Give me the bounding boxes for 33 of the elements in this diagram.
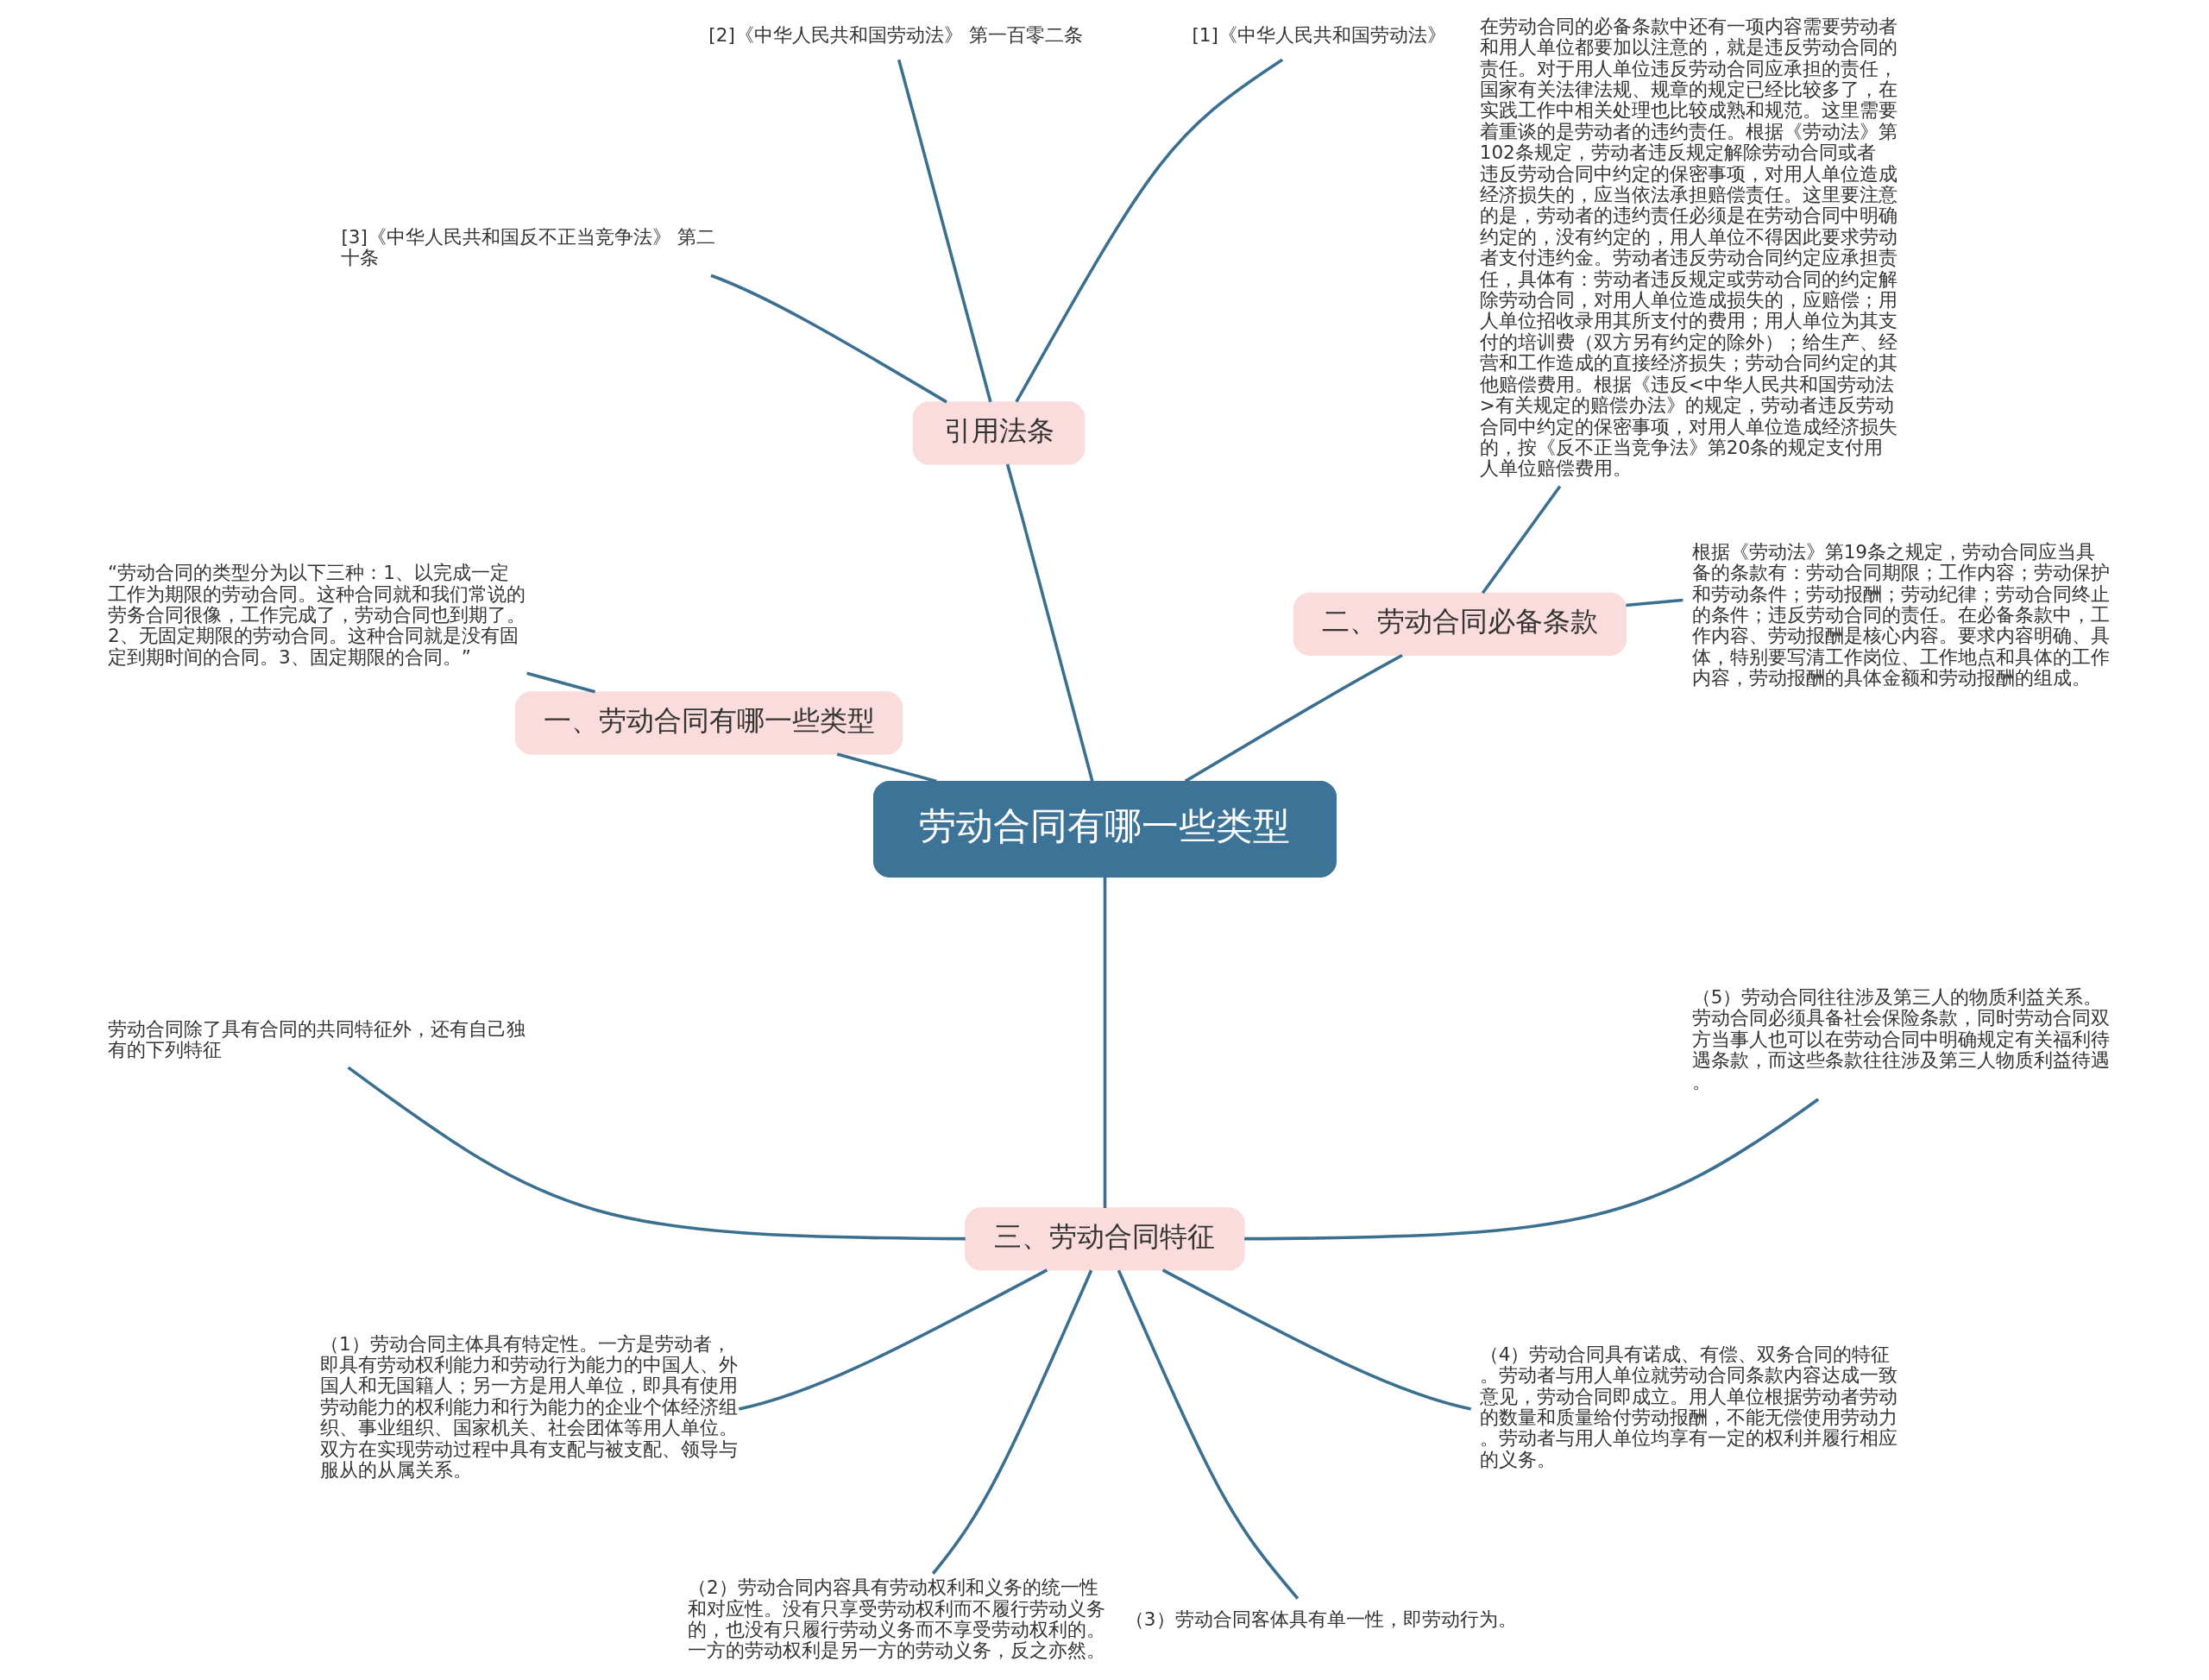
node-box: 二、劳动合同必备条款 — [1293, 592, 1627, 656]
node-box: 一、劳动合同有哪一些类型 — [514, 690, 903, 755]
connector — [347, 1066, 966, 1240]
connector — [1625, 598, 1683, 607]
node-text: [1]《中华人民共和国劳动法》 — [1191, 23, 1446, 46]
node-text: （2）劳动合同内容具有劳动权利和义务的统一性和对应性。没有只享受劳动权利而不履行劳动义务的，也没有只履行劳动义务而不享受劳动权利的。一方的劳动权利是另一方的劳动义务，反之亦然。 — [687, 1576, 1105, 1661]
connector — [1184, 653, 1403, 783]
node-text: “劳动合同的类型分为以下三种：1、以完成一定工作为期限的劳动合同。这种合同就和我们常说的劳务合同很像，工作完成了，劳动合同也到期了。2、无固定期限的劳动合同。这种合同就是没有固定到期时间的合同。3、固定期限的合同。” — [107, 561, 526, 668]
connector — [1161, 1268, 1471, 1411]
node-text: （5）劳动合同往往涉及第三人的物质利益关系。劳动合同必须具备社会保险条款，同时劳动合同双方当事人也可以在劳动合同中明确规定有关福利待遇条款，而这些条款往往涉及第三人物质利益待遇。 — [1691, 985, 2110, 1092]
node-box: 劳动合同有哪一些类型 — [872, 780, 1337, 878]
connector — [897, 59, 992, 402]
connector — [1103, 876, 1106, 1208]
node-text: 劳动合同除了具有合同的共同特征外，还有自己独有的下列特征 — [107, 1017, 526, 1060]
node-box: 三、劳动合同特征 — [964, 1206, 1245, 1271]
connector — [1117, 1268, 1299, 1600]
node-text: （4）劳动合同具有诺成、有偿、双务合同的特征。劳动者与用人单位就劳动合同条款内容达成一致意见，劳动合同即成立。用人单位根据劳动者劳动的数量和质量给付劳动报酬，不能无偿使用劳动力。劳动者与用人单位均享有一定的权利并履行相应的义务。 — [1479, 1343, 1897, 1470]
node-text: [3]《中华人民共和国反不正当竞争法》 第二十条 — [340, 225, 715, 268]
connector — [738, 1268, 1048, 1411]
connector — [1014, 58, 1283, 403]
connector — [1005, 462, 1094, 782]
connector — [526, 671, 595, 694]
node-box: 引用法条 — [912, 400, 1085, 465]
node-text: （1）劳动合同主体具有特定性。一方是劳动者，即具有劳动权利能力和劳动行为能力的中国人、外国人和无国籍人；另一方是用人单位，即具有使用劳动能力的权利能力和行为能力的企业个体经济组织、事业组织、国家机关、社会团体等用人单位。双方在实现劳动过程中具有支配与被支配、领导与服从的从属关系。 — [319, 1332, 738, 1481]
node-text: （3）劳动合同客体具有单一性，即劳动行为。 — [1124, 1608, 1517, 1630]
connector — [1243, 1097, 1819, 1240]
connector — [709, 274, 947, 403]
node-text: 根据《劳动法》第19条之规定，劳动合同应当具备的条款有：劳动合同期限；工作内容；劳动保护和劳动条件；劳动报酬；劳动纪律；劳动合同终止的条件；违反劳动合同的责任。在必备条款中，工作内容、劳动报酬是核心内容。要求内容明确、具体，特别要写清工作岗位、工作地点和具体的工作内容，劳动报酬的具体金额和劳动报酬的组成。 — [1691, 540, 2110, 689]
connector — [931, 1268, 1092, 1575]
node-text: [2]《中华人民共和国劳动法》 第一百零二条 — [708, 23, 1083, 46]
connector — [1481, 485, 1561, 594]
node-text: 在劳动合同的必备条款中还有一项内容需要劳动者和用人单位都要加以注意的，就是违反劳动合同的责任。对于用人单位违反劳动合同应承担的责任，国家有关法律法规、规章的规定已经比较多了，在实践工作中相关处理也比较成熟和规范。这里需要着重谈的是劳动者的违约责任。根据《劳动法》第102条规定，劳动者违反规定解除劳动合同或者违反劳动合同中约定的保密事项，对用人单位造成经济损失的，应当依法承担赔偿责任。这里要注意的是，劳动者的违约责任必须是在劳动合同中明确约定的，没有约定的，用人单位不得因此要求劳动者支付违约金。劳动者违反劳动合同约定应承担责任，具体有：劳动者违反规定或劳动合同的约定解除劳动合同，对用人单位造成损失的，应赔偿；用人单位招收录用其所支付的费用；用人单位为其支付的培训费（双方另有约定的除外）；给生产、经营和工作造成的直接经济损失；劳动合同约定的其他赔偿费用。根据《违反<中华人民共和国劳动法>有关规定的赔偿办法》的规定，劳动者违反劳动合同中约定的保密事项，对用人单位造成经济损失的，按《反不正当竞争法》第20条的规定支付用人单位赔偿费用。 — [1479, 15, 1897, 479]
connector — [836, 752, 937, 783]
